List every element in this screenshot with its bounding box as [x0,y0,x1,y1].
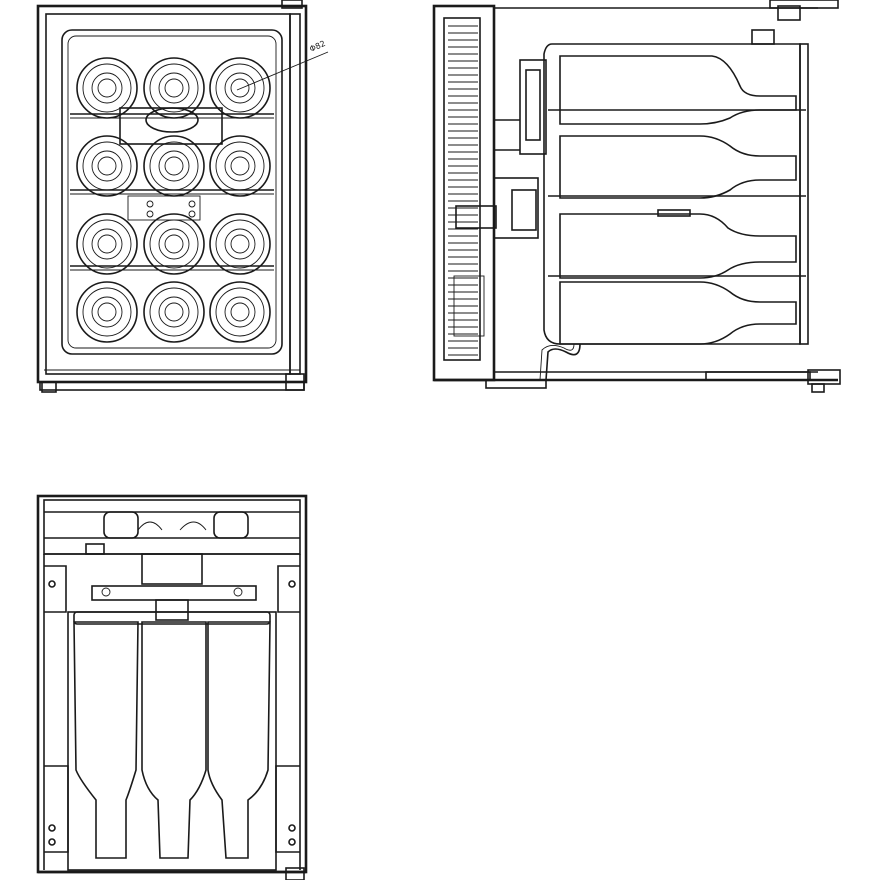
front-hinge-strip [289,13,301,375]
side-drain-pipe [545,343,581,381]
side-condenser [443,17,481,361]
front-glass-outer [61,29,283,355]
side-bottle-2 [559,135,797,199]
front-view: Φ82 [36,0,329,393]
side-inner-liner [543,43,801,345]
diameter-label: Φ82 [308,39,327,54]
top-bottle-right [207,621,271,859]
top-back-compartment [43,499,301,555]
side-door-edge [799,43,809,345]
front-foot-left [41,381,57,393]
side-view [432,0,841,393]
top-bottle-left [73,621,139,859]
top-inner-liner [67,611,277,871]
bottle-end-7 [76,213,138,275]
top-fan-bracket [141,553,203,585]
bottle-end-1 [76,57,138,119]
side-bottle-1 [559,55,797,125]
top-outer-cabinet [36,494,308,874]
side-bottle-3 [559,213,797,279]
bottle-end-2 [143,57,205,119]
side-fan-block [519,59,547,155]
bottle-end-11 [143,281,205,343]
top-view [36,494,308,880]
bottle-end-5 [143,135,205,197]
bottle-end-10 [76,281,138,343]
bottle-end-4 [76,135,138,197]
diameter-leader-line [236,51,329,91]
condenser-fins [448,25,478,356]
side-bottle-4 [559,281,797,345]
bottle-end-6 [209,135,271,197]
bottle-end-9 [209,213,271,275]
front-foot-right [285,373,305,391]
front-glass-inner [67,35,277,349]
bottle-end-3 [209,57,271,119]
side-back-panel [432,4,496,382]
bottle-end-12 [209,281,271,343]
bottle-end-8 [143,213,205,275]
top-bottle-middle [141,621,207,859]
front-bottle-grid [76,57,271,343]
